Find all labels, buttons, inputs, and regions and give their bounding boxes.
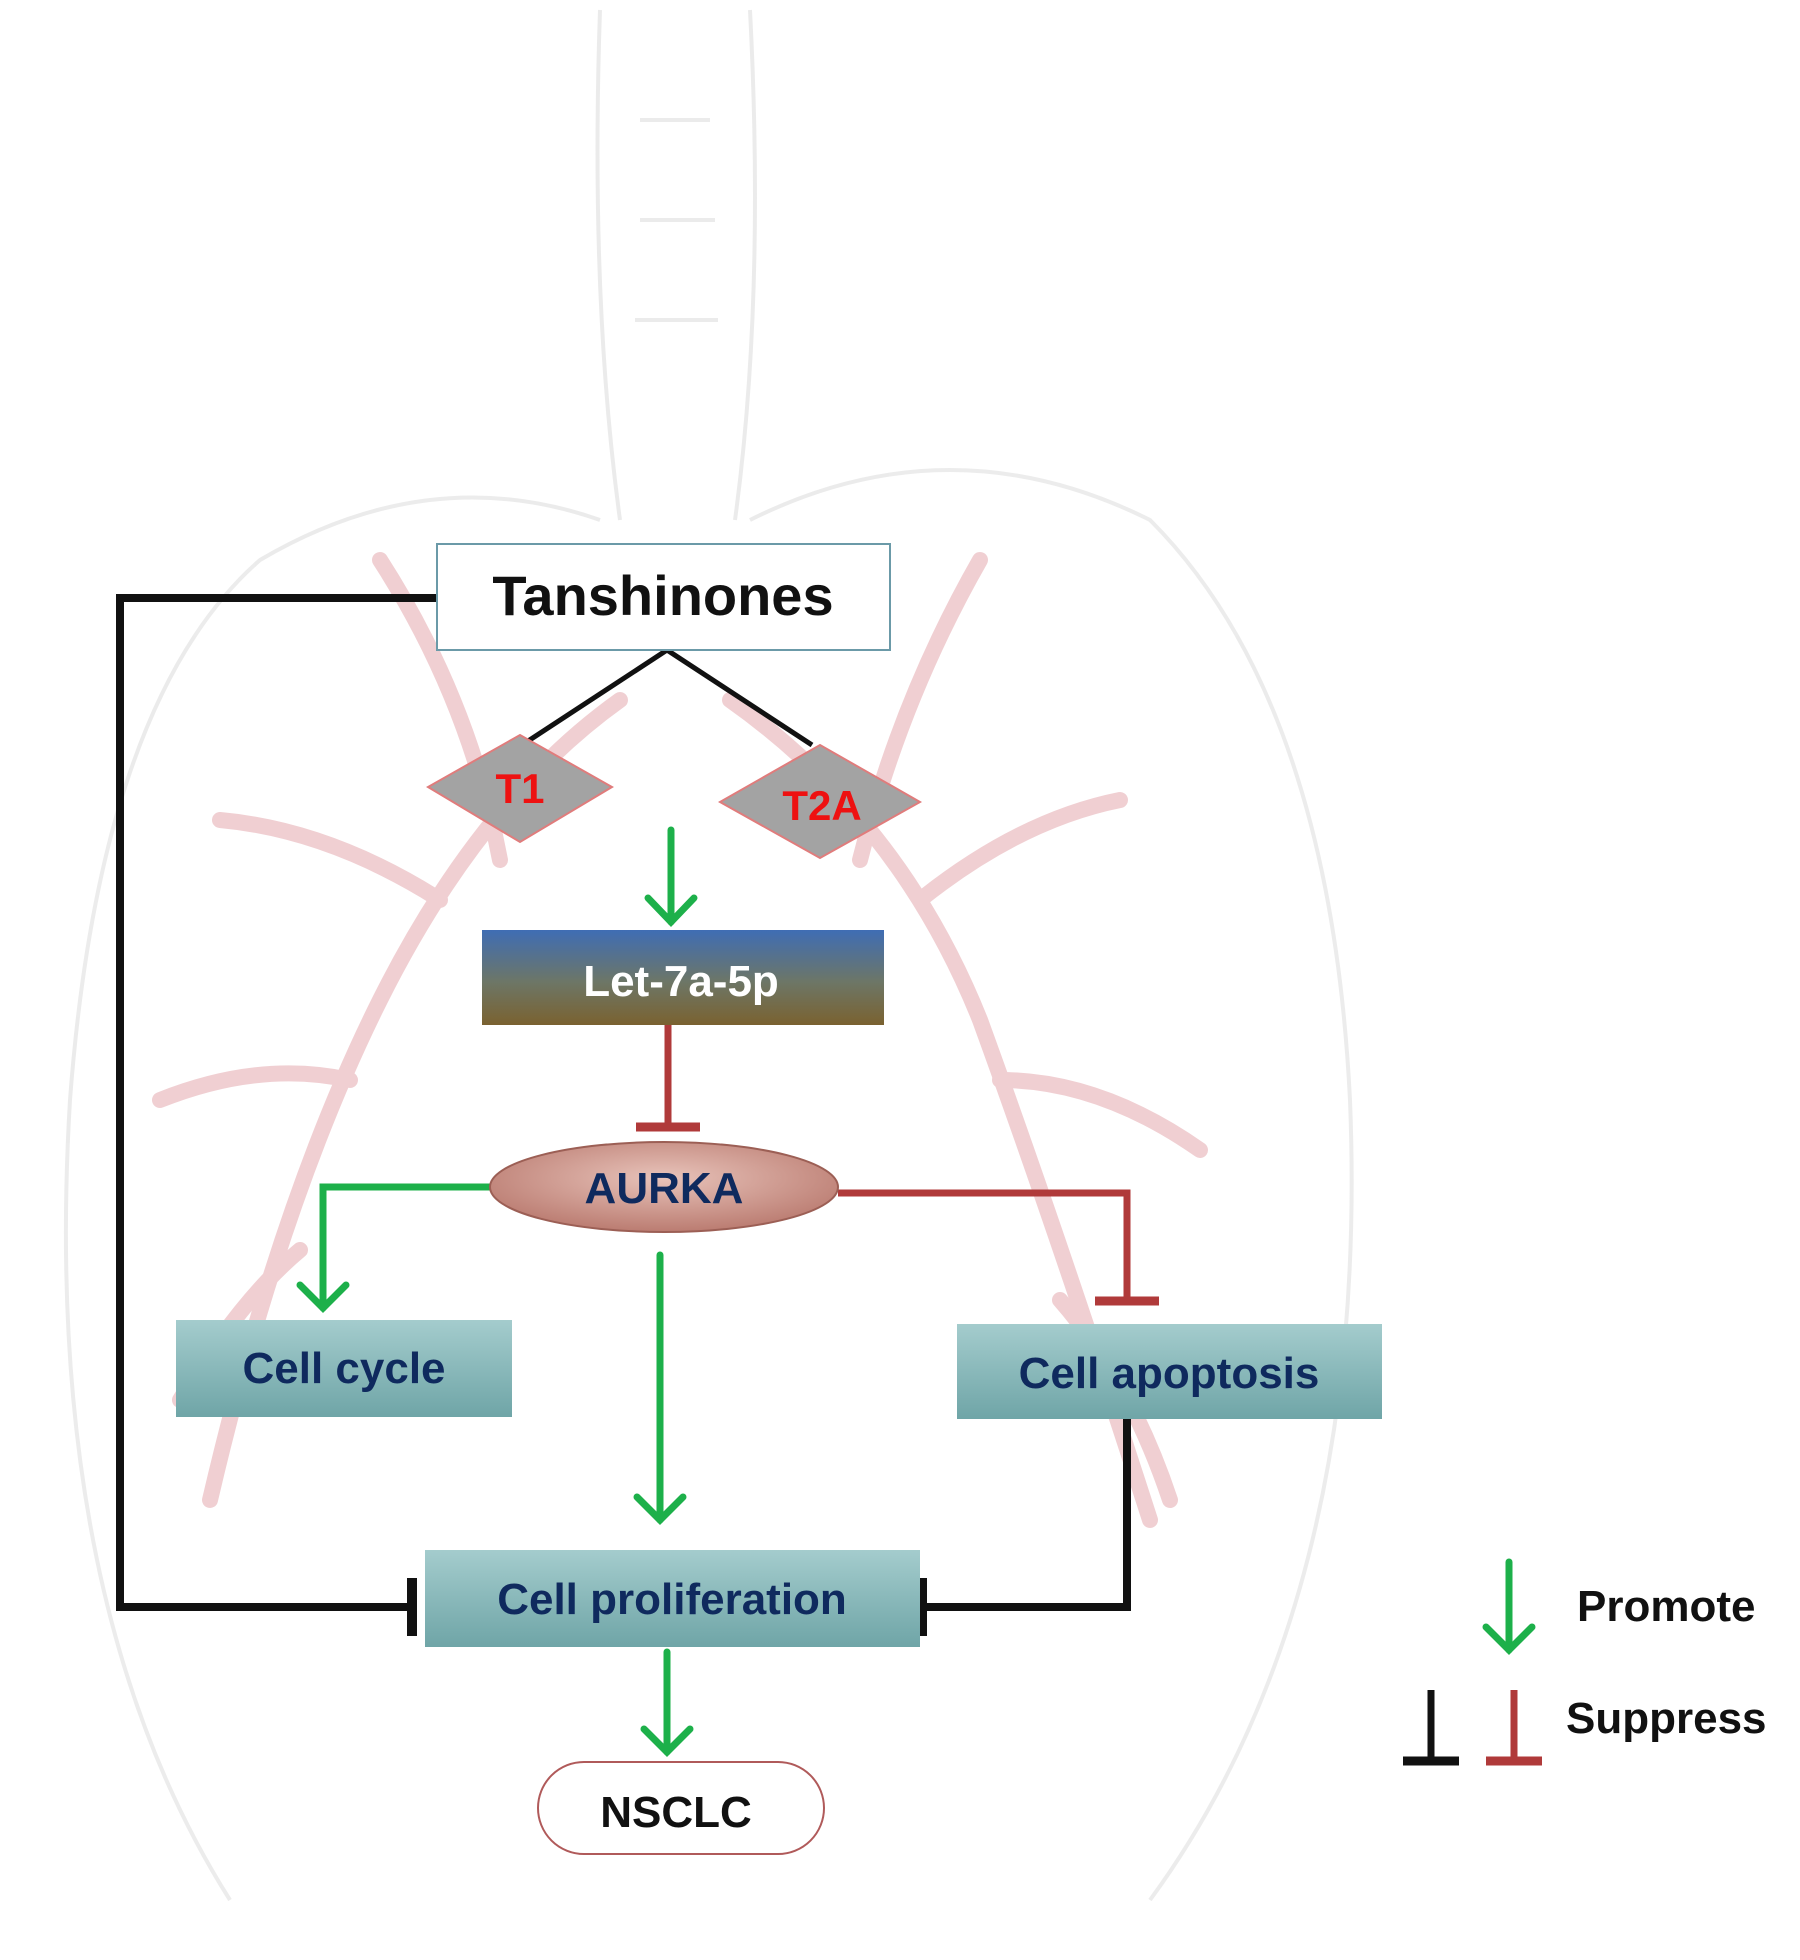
label-let7a-5p: Let-7a-5p [583,957,779,1006]
promote-proliferation-nsclc [640,1648,694,1757]
node-aurka: AURKA [489,1141,839,1233]
suppress-let7a-aurka [636,1025,700,1132]
label-t1: T1 [495,765,544,812]
promote-aurka-cellcycle [296,1183,496,1313]
legend-suppress-label: Suppress [1566,1694,1767,1743]
node-cell-proliferation: Cell proliferation [425,1550,920,1647]
promote-aurka-proliferation [633,1251,687,1525]
tanshinones-suppress-line [116,594,437,1636]
label-nsclc: NSCLC [600,1788,752,1837]
legend-promote-arrow-icon [1482,1558,1536,1655]
promote-arrow-drugs-let7a [644,826,698,928]
label-cell-proliferation: Cell proliferation [497,1575,847,1624]
label-aurka: AURKA [585,1164,744,1213]
apoptosis-suppress-line [917,1418,1131,1636]
label-t2a: T2A [782,782,861,829]
suppress-aurka-apoptosis [838,1189,1159,1306]
label-cell-apoptosis: Cell apoptosis [1019,1349,1320,1398]
node-cell-apoptosis: Cell apoptosis [957,1324,1382,1419]
tanshinones-branches [520,647,814,748]
label-cell-cycle: Cell cycle [242,1344,445,1393]
legend: Promote Suppress [1403,1558,1767,1766]
node-cell-cycle: Cell cycle [176,1320,512,1417]
legend-suppress-black-icon [1403,1690,1459,1766]
node-t1: T1 [426,733,614,844]
node-nsclc: NSCLC [537,1761,825,1855]
node-tanshinones: Tanshinones [436,543,891,651]
label-tanshinones: Tanshinones [492,564,833,627]
legend-suppress-red-icon [1486,1690,1542,1766]
node-let7a-5p: Let-7a-5p [482,930,884,1025]
node-t2a: T2A [717,743,923,860]
legend-promote-label: Promote [1577,1582,1755,1631]
